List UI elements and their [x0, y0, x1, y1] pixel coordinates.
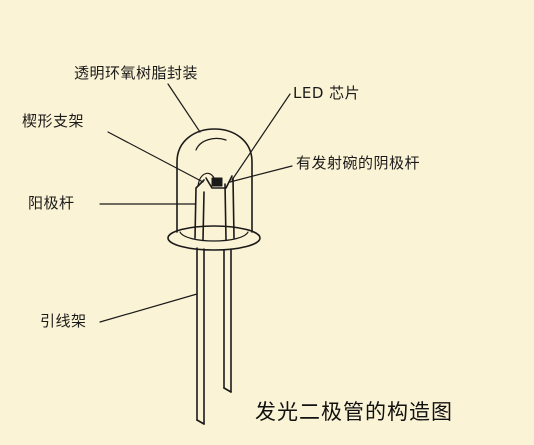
label-epoxy-encapsulation: 透明环氧树脂封装 [74, 64, 199, 82]
leader-led-chip [231, 93, 291, 181]
reflector-cup [205, 175, 233, 189]
label-anode-rod: 阳极杆 [28, 194, 75, 212]
dome-highlight [195, 137, 227, 151]
cathode-rod-inner [224, 183, 227, 241]
anode-lead-end [196, 419, 205, 425]
label-lead-frame: 引线架 [40, 312, 87, 330]
leader-wedge-support [107, 131, 204, 183]
led-chip [211, 177, 223, 187]
cathode-rod-inner-edge [232, 177, 235, 239]
base-flange [167, 225, 261, 251]
label-led-chip: LED 芯片 [293, 84, 361, 102]
leader-epoxy [167, 83, 201, 133]
epoxy-dome [176, 128, 253, 233]
label-cathode-with-cup: 有发射碗的阴极杆 [296, 154, 421, 172]
leader-cathode-cup [229, 165, 293, 183]
label-wedge-support: 楔形支架 [22, 112, 85, 130]
anode-rod-inner [194, 179, 205, 239]
anode-rod-inner-edge [202, 191, 205, 241]
flange-inner [179, 231, 249, 242]
leader-lead-frame [99, 293, 198, 323]
cathode-lead-end [223, 387, 232, 393]
diagram-caption: 发光二极管的构造图 [255, 400, 453, 424]
bond-wire [197, 172, 215, 187]
